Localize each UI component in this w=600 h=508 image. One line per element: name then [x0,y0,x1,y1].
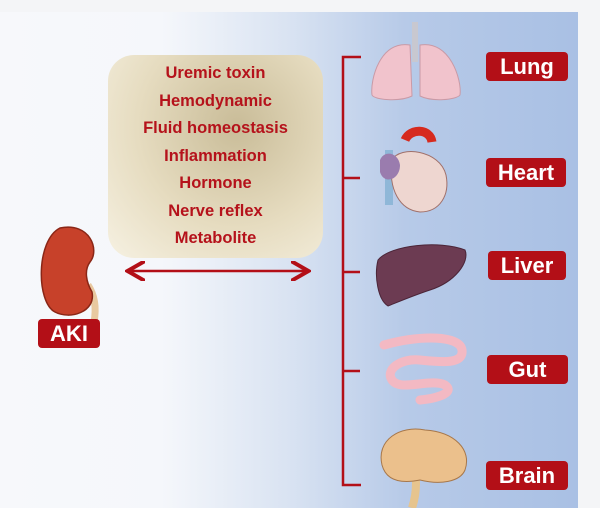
factor-nerve-reflex: Nerve reflex [168,201,263,220]
factor-fluid-homeostasis: Fluid homeostasis [143,119,288,138]
factor-hormone: Hormone [179,174,252,193]
lung-icon [371,22,461,101]
brain-icon [380,428,467,508]
organ-label-liver: Liver [488,251,566,280]
factor-hemodynamic: Hemodynamic [159,91,272,110]
organ-label-gut: Gut [487,355,568,384]
factor-uremic-toxin: Uremic toxin [165,64,266,83]
aki-label: AKI [38,319,100,348]
factor-metabolite: Metabolite [174,229,257,248]
heart-icon [380,126,448,213]
kidney-icon [40,226,99,323]
gut-icon [379,333,467,405]
organ-bracket [341,55,361,487]
mediators-box: Uremic toxin Hemodynamic Fluid homeostas… [108,55,323,258]
organ-label-lung: Lung [486,52,568,81]
factor-inflammation: Inflammation [164,146,267,165]
organ-label-brain: Brain [486,461,568,490]
organ-label-heart: Heart [486,158,566,187]
liver-icon [375,244,467,307]
